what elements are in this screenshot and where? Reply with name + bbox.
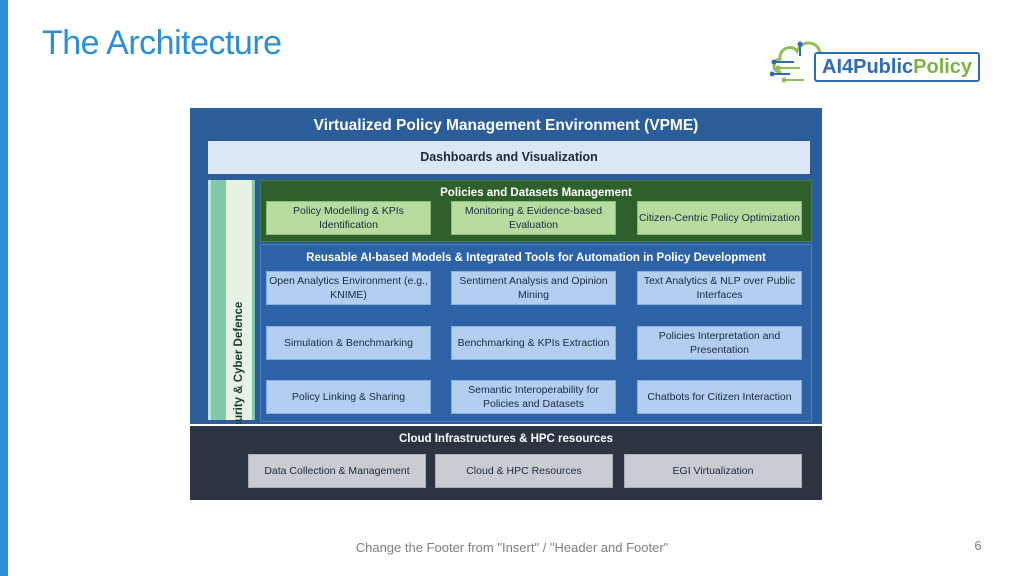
policy-item-modelling: Policy Modelling & KPIs Identification [266, 201, 431, 235]
slide-title: The Architecture [42, 24, 282, 62]
page-number: 6 [974, 538, 982, 553]
security-layer: Security & Cyber Defence [208, 180, 255, 442]
accent-bar [0, 0, 8, 576]
logo-text-ai4: AI4 [822, 56, 854, 78]
model-item-chatbots: Chatbots for Citizen Interaction [637, 380, 802, 414]
model-item-interpretation: Policies Interpretation and Presentation [637, 326, 802, 360]
logo-text-public: Public [853, 56, 914, 78]
dashboards-layer: Dashboards and Visualization [208, 141, 810, 174]
policies-layer: Policies and Datasets Management Policy … [260, 180, 812, 242]
policy-item-monitoring: Monitoring & Evidence-based Evaluation [451, 201, 616, 235]
slide-footer: Change the Footer from "Insert" / "Heade… [355, 540, 669, 555]
model-item-semantic: Semantic Interoperability for Policies a… [451, 380, 616, 414]
model-item-simulation: Simulation & Benchmarking [266, 326, 431, 360]
cloud-item-egi: EGI Virtualization [624, 454, 802, 488]
model-item-text-analytics: Text Analytics & NLP over Public Interfa… [637, 271, 802, 305]
models-layer: Reusable AI-based Models & Integrated To… [260, 244, 812, 422]
model-item-linking: Policy Linking & Sharing [266, 380, 431, 414]
logo-text-policy: Policy [913, 56, 973, 78]
model-item-sentiment: Sentiment Analysis and Opinion Mining [451, 271, 616, 305]
security-inner-band [226, 180, 252, 420]
cloud-item-data-collection: Data Collection & Management [248, 454, 426, 488]
policy-item-optimization: Citizen-Centric Policy Optimization [637, 201, 802, 235]
vpme-title: Virtualized Policy Management Environmen… [313, 117, 699, 134]
cloud-layer: Cloud Infrastructures & HPC resources Da… [190, 424, 822, 500]
policies-title: Policies and Datasets Management [440, 187, 632, 199]
architecture-diagram: Virtualized Policy Management Environmen… [190, 108, 822, 500]
model-item-open-analytics: Open Analytics Environment (e.g., KNIME) [266, 271, 431, 305]
cloud-title: Cloud Infrastructures & HPC resources [398, 433, 614, 445]
models-title: Reusable AI-based Models & Integrated To… [306, 252, 766, 264]
model-item-benchmarking: Benchmarking & KPIs Extraction [451, 326, 616, 360]
cloud-item-hpc: Cloud & HPC Resources [435, 454, 613, 488]
